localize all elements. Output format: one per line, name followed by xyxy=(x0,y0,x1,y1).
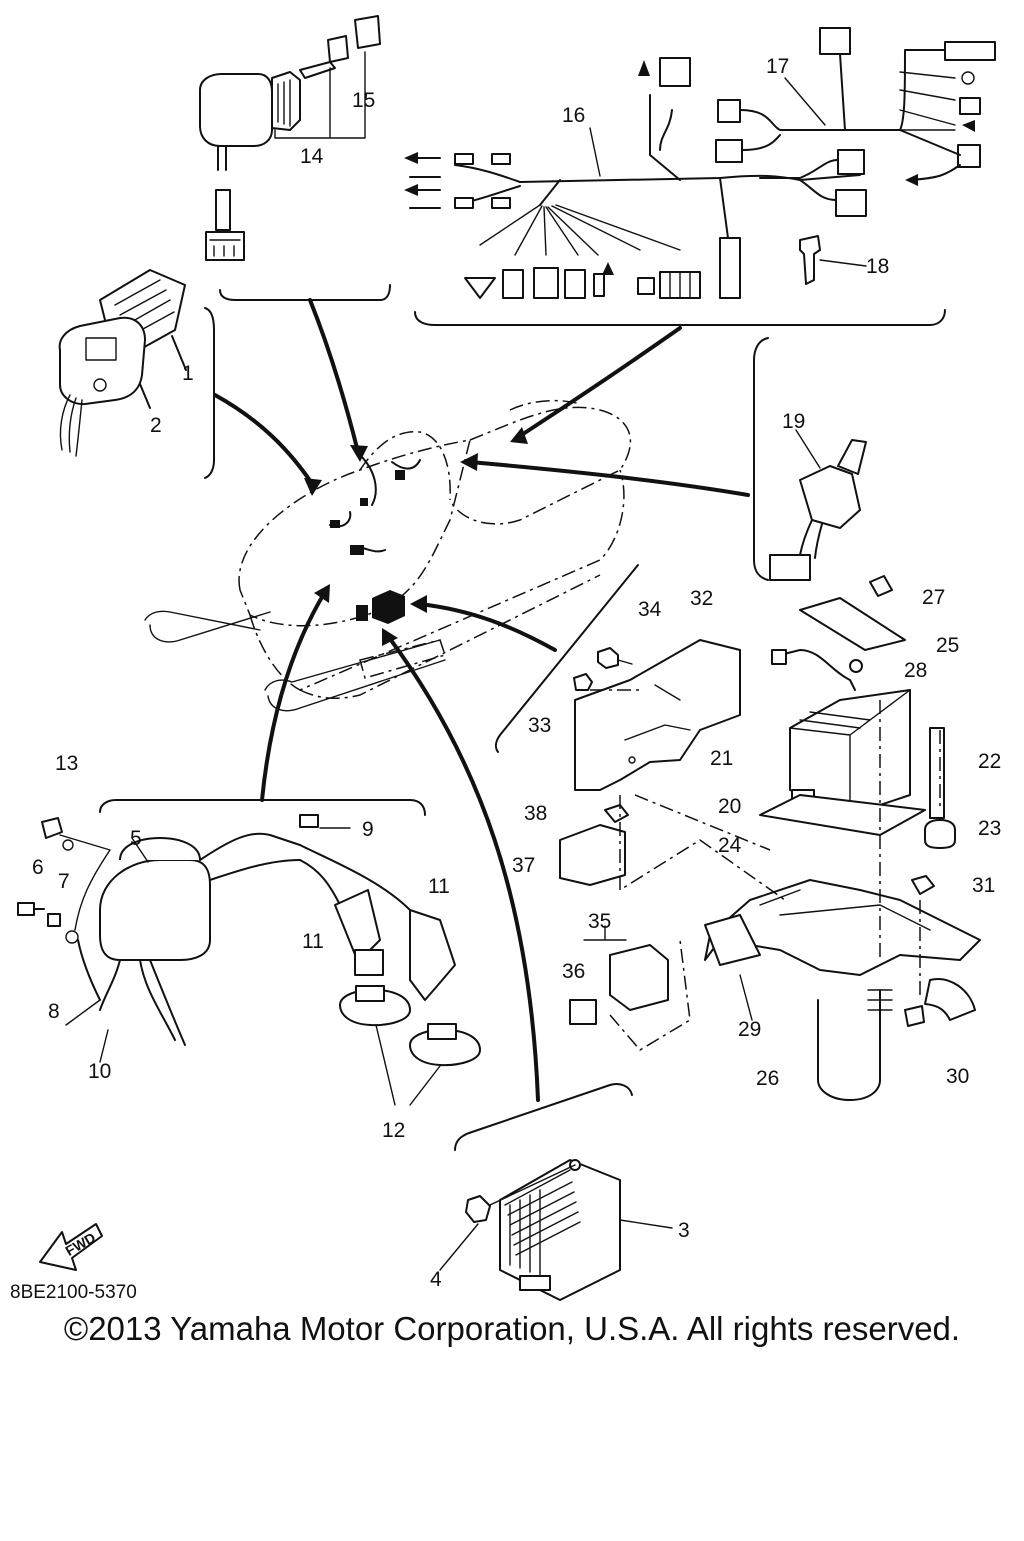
copyright-notice: ©2013 Yamaha Motor Corporation, U.S.A. A… xyxy=(63,1310,961,1347)
regulator xyxy=(439,1159,673,1301)
callout-31: 31 xyxy=(972,874,995,897)
callout-18: 18 xyxy=(866,255,889,278)
clip-part xyxy=(799,235,867,285)
callout-3: 3 xyxy=(678,1219,690,1242)
callout-labels: 1 2 3 4 5 6 7 8 9 10 11 11 12 13 14 15 1… xyxy=(32,55,1001,1291)
handlebar-switch xyxy=(58,269,187,457)
callout-26: 26 xyxy=(756,1067,779,1090)
callout-10: 10 xyxy=(88,1060,111,1083)
callout-19: 19 xyxy=(782,410,805,433)
callout-29: 29 xyxy=(738,1018,761,1041)
callout-4: 4 xyxy=(430,1268,442,1291)
snowmobile-outline xyxy=(144,399,631,712)
callout-33: 33 xyxy=(528,714,551,737)
callout-8: 8 xyxy=(48,1000,60,1023)
group-brackets xyxy=(99,284,946,1151)
callout-35: 35 xyxy=(588,910,611,933)
ignition-coil-group xyxy=(17,814,481,1106)
callout-20: 20 xyxy=(718,795,741,818)
callout-17: 17 xyxy=(766,55,789,78)
callout-13: 13 xyxy=(55,752,78,775)
leader-arrows xyxy=(213,298,750,1102)
battery-assembly xyxy=(559,575,981,1101)
callout-9: 9 xyxy=(362,818,374,841)
callout-5: 5 xyxy=(130,827,142,850)
callout-34: 34 xyxy=(638,598,662,621)
callout-7: 7 xyxy=(58,870,70,893)
callout-28: 28 xyxy=(904,659,927,682)
callout-38: 38 xyxy=(524,802,547,825)
callout-11a: 11 xyxy=(302,930,324,953)
callout-37: 37 xyxy=(512,854,535,877)
callout-23: 23 xyxy=(978,817,1001,840)
callout-1: 1 xyxy=(182,362,194,385)
callout-36: 36 xyxy=(562,960,585,983)
callout-24: 24 xyxy=(718,834,742,857)
fwd-arrow-icon: FWD xyxy=(39,1223,103,1271)
callout-27: 27 xyxy=(922,586,945,609)
callout-21: 21 xyxy=(710,747,733,770)
callout-11b: 11 xyxy=(428,875,450,898)
callout-12: 12 xyxy=(382,1119,405,1142)
main-switch-assembly xyxy=(199,15,381,261)
callout-30: 30 xyxy=(946,1065,969,1088)
drawing-code: 8BE2100-5370 xyxy=(10,1282,137,1303)
callout-25: 25 xyxy=(936,634,959,657)
callout-22: 22 xyxy=(978,750,1001,773)
toggle-switch xyxy=(769,429,867,581)
callout-14: 14 xyxy=(300,145,324,168)
wire-harness xyxy=(404,27,996,299)
callout-15: 15 xyxy=(352,89,375,112)
callout-6: 6 xyxy=(32,856,44,879)
callout-16: 16 xyxy=(562,104,585,127)
callout-2: 2 xyxy=(150,414,162,437)
callout-32: 32 xyxy=(690,587,713,610)
